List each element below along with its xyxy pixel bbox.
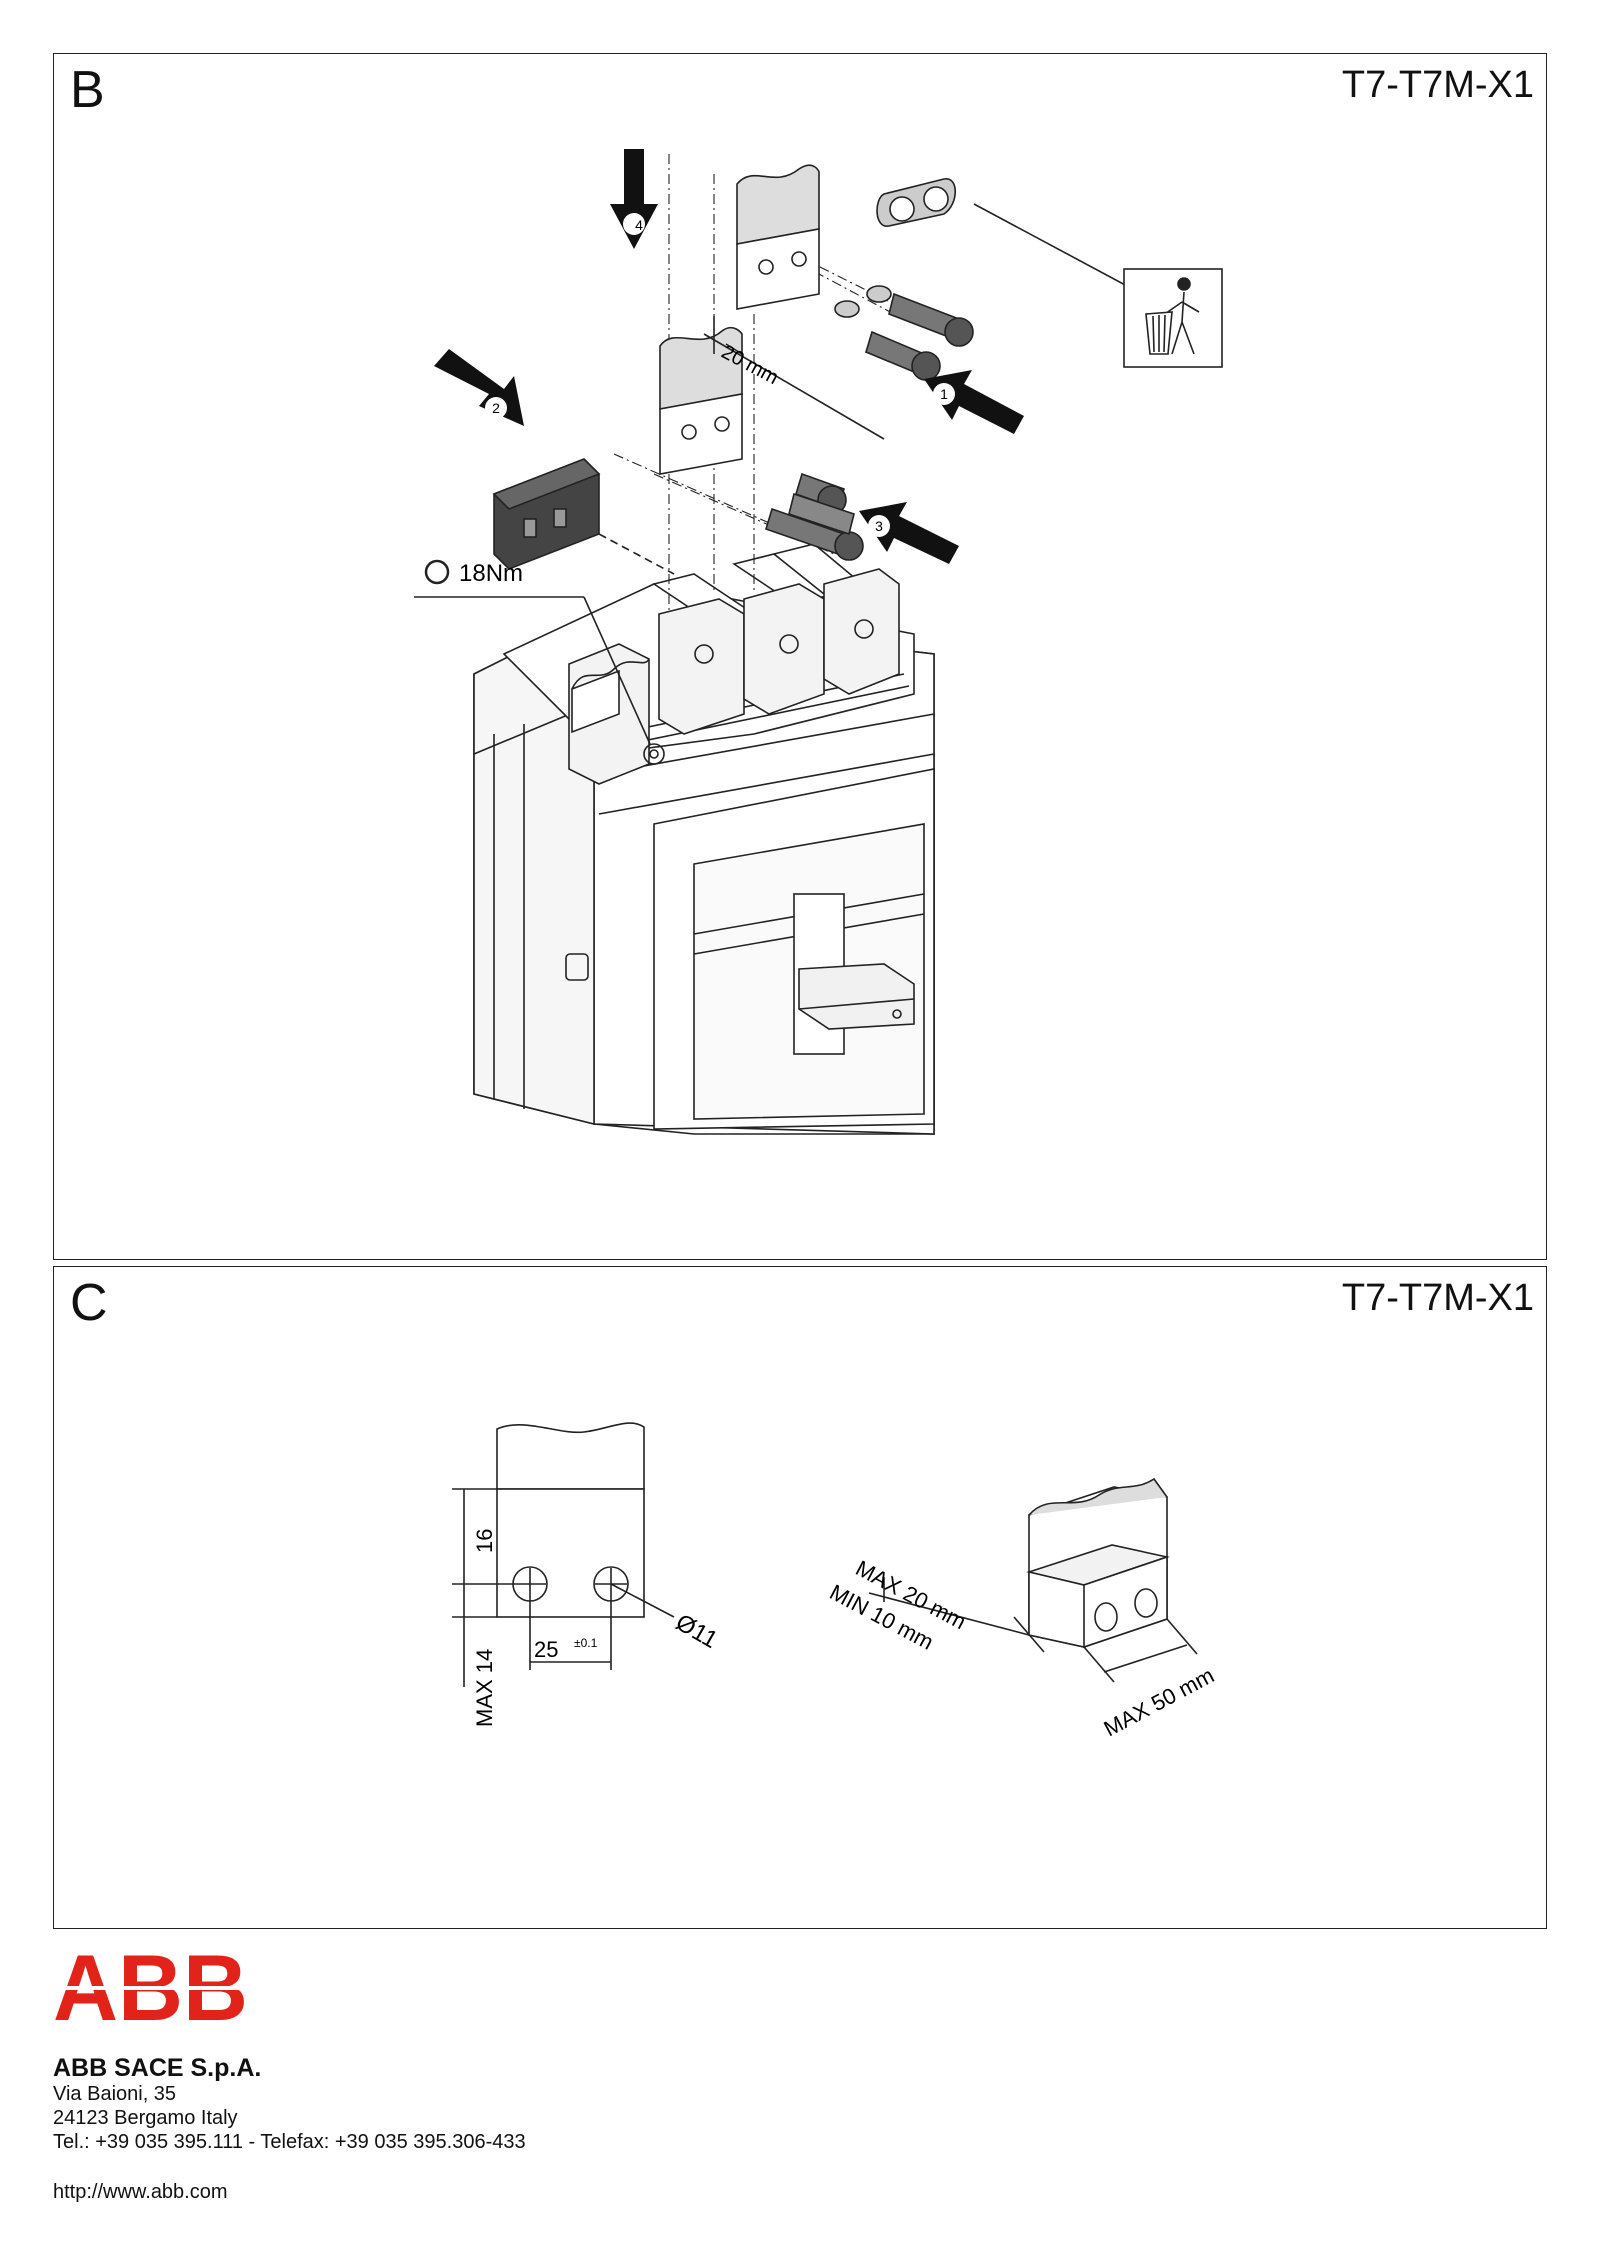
address-street: Via Baioni, 35 — [53, 2083, 177, 2105]
dim-tolerance: ±0.1 — [574, 1636, 598, 1650]
bolts-step-3 — [765, 472, 864, 561]
dim-16: 16 — [472, 1529, 497, 1553]
terminal-extension-top — [736, 164, 820, 310]
installation-diagram: 4 2 1 3 20 mm 18Nm — [414, 149, 1223, 1135]
terminal-front-view — [452, 1422, 675, 1687]
circuit-breaker — [473, 543, 935, 1135]
terminal-cover — [492, 458, 675, 575]
trash-bin-icon — [1123, 268, 1223, 368]
terminal-dimensions-diagram: 16 MAX 14 25 ±0.1 Ø11 MAX 20 mm MIN 10 m… — [452, 1422, 1219, 1742]
model-code: T7-T7M-X1 — [1341, 1277, 1534, 1319]
website-link[interactable]: http://www.abb.com — [53, 2181, 228, 2203]
dim-max-14: MAX 14 — [472, 1649, 497, 1727]
contact-phone: Tel.: +39 035 395.111 - Telefax: +39 035… — [53, 2131, 526, 2153]
step-1-label: 1 — [940, 386, 948, 402]
removed-spacer — [876, 178, 1143, 295]
terminal-extension-lower — [659, 326, 743, 475]
step-2-label: 2 — [492, 400, 500, 416]
step-3-label: 3 — [875, 518, 883, 534]
dim-25: 25 — [534, 1637, 558, 1662]
abb-logo: ABB — [53, 1948, 253, 2028]
step-4-label: 4 — [635, 217, 643, 233]
arrow-step-1 — [924, 370, 1024, 434]
dim-diameter: Ø11 — [671, 1609, 722, 1654]
arrow-step-2 — [434, 349, 524, 426]
bolts-step-1 — [834, 285, 974, 381]
panel-letter: C — [70, 1274, 108, 1332]
panel-c: C T7-T7M-X1 — [53, 1266, 1547, 1929]
panel-letter: B — [70, 61, 105, 119]
company-name: ABB SACE S.p.A. — [53, 2054, 262, 2082]
dim-max-50: MAX 50 mm — [1100, 1663, 1219, 1742]
torque-label: 18Nm — [459, 560, 523, 587]
model-code: T7-T7M-X1 — [1341, 64, 1534, 106]
arrow-step-3 — [859, 502, 959, 564]
address-city: 24123 Bergamo Italy — [53, 2107, 238, 2129]
arrow-step-4 — [610, 149, 658, 249]
terminal-iso-view — [868, 1477, 1198, 1683]
panel-b: B T7-T7M-X1 — [53, 53, 1547, 1260]
